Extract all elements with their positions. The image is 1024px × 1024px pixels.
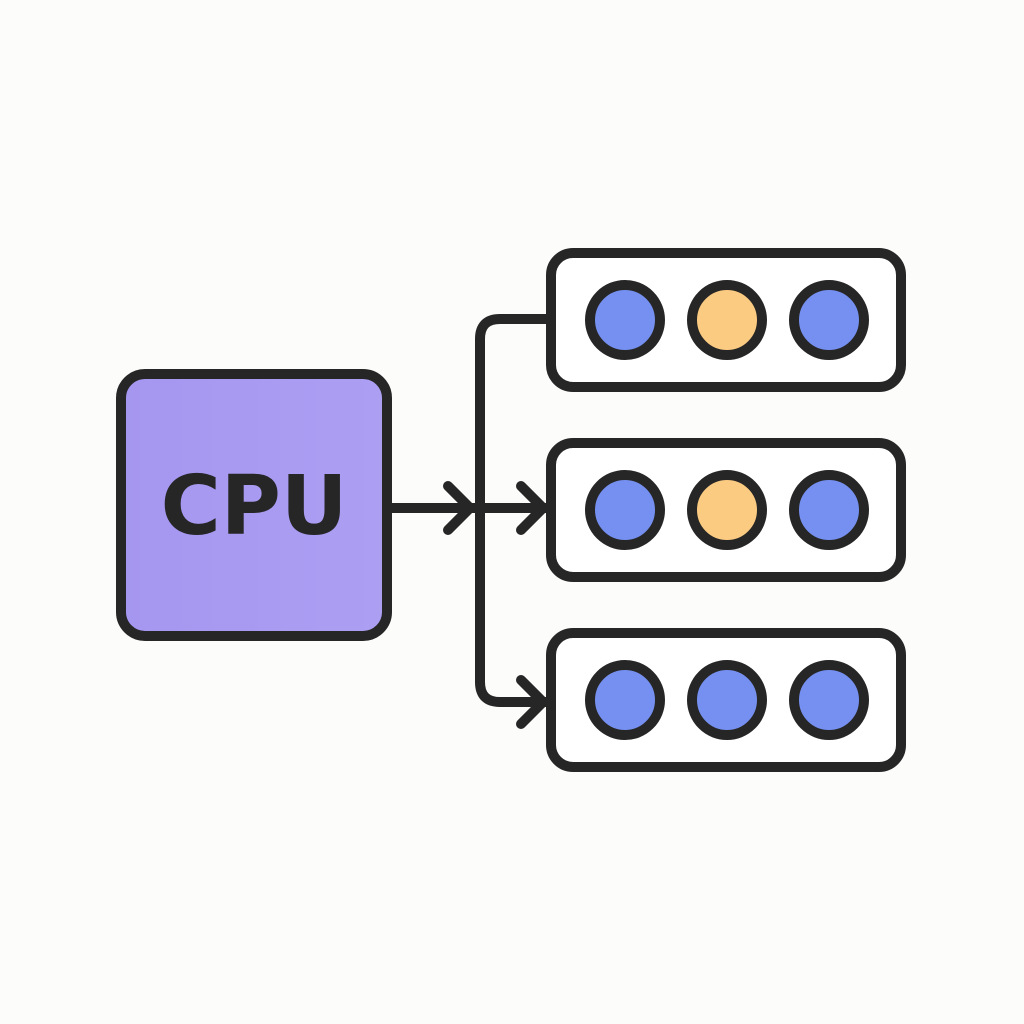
connector-lines: [382, 314, 553, 729]
arrow-icon: [516, 675, 548, 729]
cpu-label: CPU: [161, 459, 348, 554]
queue-group: [546, 248, 906, 772]
active-slot-dot: [585, 660, 665, 740]
branch-connector: [475, 314, 553, 707]
arrow-icon: [516, 481, 548, 535]
idle-slot-dot: [687, 280, 767, 360]
active-slot-dot: [585, 280, 665, 360]
arrow-icon: [443, 481, 475, 535]
cpu-block: CPU: [116, 369, 392, 641]
active-slot-dot: [789, 280, 869, 360]
active-slot-dot: [789, 660, 869, 740]
idle-slot-dot: [687, 470, 767, 550]
active-slot-dot: [585, 470, 665, 550]
active-slot-dot: [687, 660, 767, 740]
active-slot-dot: [789, 470, 869, 550]
